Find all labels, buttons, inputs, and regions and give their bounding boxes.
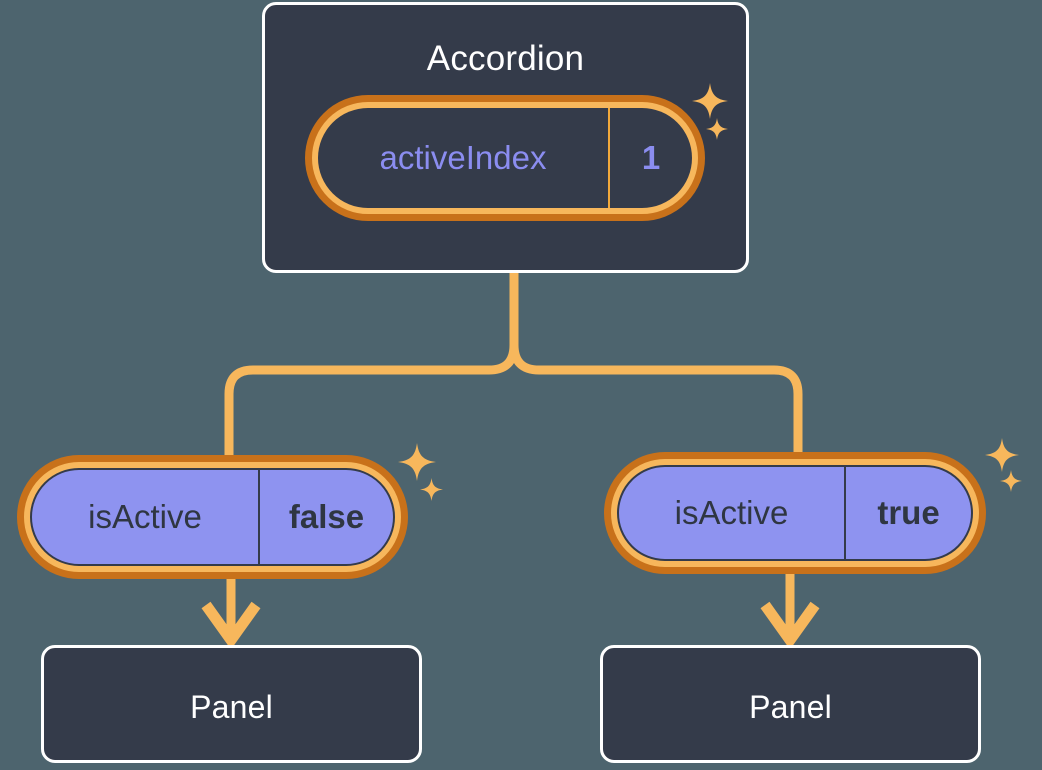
state-pill-activeindex[interactable]: activeIndex 1 <box>305 95 705 221</box>
state-pill-inner: isActive false <box>30 468 395 566</box>
component-box-panel-left[interactable]: Panel <box>41 645 422 763</box>
state-key-activeindex: activeIndex <box>379 139 547 176</box>
sparkle-icon <box>1000 470 1022 492</box>
component-title-panel-left: Panel <box>190 689 273 725</box>
connector-branch-right <box>509 340 803 457</box>
state-value-isactive-left: false <box>258 470 393 564</box>
component-box-panel-right[interactable]: Panel <box>600 645 981 763</box>
sparkle-icon <box>985 438 1019 472</box>
state-value-activeindex: 1 <box>608 108 692 208</box>
state-pill-inner: activeIndex 1 <box>318 108 692 208</box>
state-pill-isactive-false[interactable]: isActive false <box>17 455 408 579</box>
connector-branch-left <box>224 340 519 460</box>
arrow-head-right-icon <box>760 601 820 650</box>
arrow-head-left-icon <box>201 601 261 650</box>
sparkle-icon <box>420 478 443 501</box>
sparkle-icon <box>398 443 436 481</box>
state-value-isactive-right: true <box>844 467 971 559</box>
state-key-isactive-right: isActive <box>674 494 789 531</box>
state-key-isactive-left: isActive <box>88 498 202 535</box>
component-title-panel-right: Panel <box>749 689 832 725</box>
state-pill-inner: isActive true <box>617 465 973 561</box>
component-title-accordion: Accordion <box>426 39 585 78</box>
state-pill-isactive-true[interactable]: isActive true <box>604 452 986 574</box>
